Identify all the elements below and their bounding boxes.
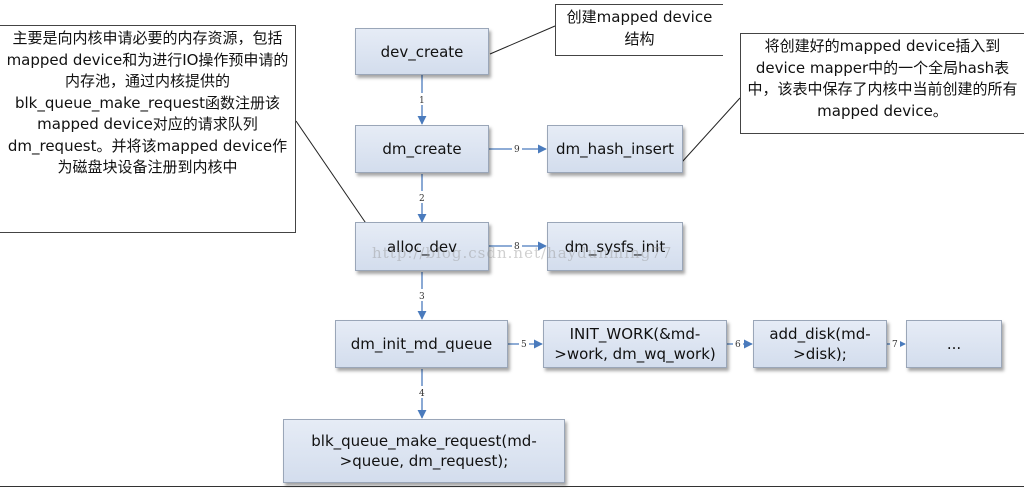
edge-label-1: 1 — [419, 96, 425, 106]
callout-right-line — [681, 97, 741, 163]
edge-label-9: 9 — [514, 145, 520, 155]
node-add-disk: add_disk(md->disk); — [753, 320, 887, 368]
top-note: 创建mapped device结构 — [555, 4, 723, 56]
edge-label-5: 5 — [521, 340, 527, 350]
watermark: http://blog.csdn.net/haydunming77 — [372, 244, 673, 262]
bottom-rule — [0, 486, 1024, 487]
left-note: 主要是向内核申请必要的内存资源，包括mapped device和为进行IO操作预… — [0, 25, 296, 233]
node-dm-init-md-queue: dm_init_md_queue — [335, 320, 508, 368]
right-note: 将创建好的mapped device插入到device mapper中的一个全局… — [740, 33, 1024, 134]
node-ellipsis: ... — [906, 320, 1002, 368]
callout-left-line — [295, 120, 377, 239]
node-dev-create: dev_create — [355, 28, 489, 75]
edge-label-4: 4 — [419, 389, 425, 399]
edge-label-3: 3 — [419, 292, 425, 302]
node-dm-hash-insert: dm_hash_insert — [547, 125, 683, 173]
node-alloc-dev: alloc_dev — [355, 222, 489, 271]
node-dm-create: dm_create — [355, 125, 489, 173]
edge-label-7: 7 — [892, 340, 898, 350]
edge-label-8: 8 — [514, 242, 520, 252]
edge-label-6: 6 — [735, 340, 741, 350]
node-init-work: INIT_WORK(&md->work, dm_wq_work) — [543, 320, 727, 368]
node-dm-sysfs-init: dm_sysfs_init — [547, 222, 683, 271]
node-blk-queue-make-request: blk_queue_make_request(md->queue, dm_req… — [283, 419, 565, 483]
callout-top-line — [489, 25, 556, 55]
edge-label-2: 2 — [419, 194, 425, 204]
